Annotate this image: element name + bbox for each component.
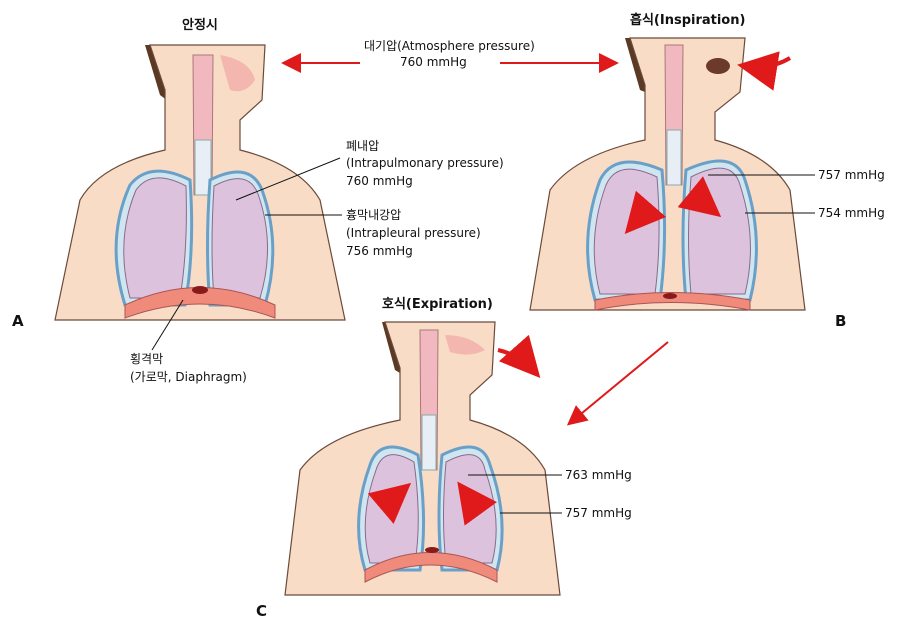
rest-intrapleural-value: 756 mmHg — [346, 244, 413, 258]
rest-intrapulmonary-value: 760 mmHg — [346, 174, 413, 188]
left-lung-a — [123, 177, 187, 299]
expand-arrow-left-b — [624, 190, 667, 235]
expiration-intrapulmonary-value: 763 mmHg — [565, 468, 632, 482]
figure-expiration — [284, 321, 562, 596]
leader-diaphragm-a — [151, 299, 184, 351]
heart-b — [663, 293, 677, 299]
rest-intrapulmonary-ko: 폐내압 — [346, 139, 380, 153]
rest-intrapleural-ko: 흉막내강압 — [346, 208, 402, 222]
contract-arrow-left-c — [367, 482, 412, 524]
leader-intrapulmonary-a — [235, 157, 341, 201]
mouth-c — [445, 335, 485, 355]
panel-letter-c: C — [256, 602, 268, 620]
diaphragm-a — [124, 287, 276, 319]
inspiration-intrapulmonary-value: 757 mmHg — [818, 168, 885, 182]
figure-rest — [54, 44, 346, 351]
diaphragm-b — [594, 292, 751, 311]
heart-a — [192, 286, 208, 294]
title-inspiration: 흡식(Inspiration) — [630, 13, 746, 28]
trachea-rings-b — [666, 129, 682, 186]
expiration-intrapleural-value: 757 mmHg — [565, 506, 632, 520]
title-rest: 안정시 — [182, 18, 218, 33]
right-lung-a — [211, 178, 269, 299]
right-lung-b — [688, 167, 751, 295]
heart-c — [425, 547, 439, 553]
atmosphere-value: 760 mmHg — [400, 55, 467, 69]
diaphragm-en: (가로막, Diaphragm) — [130, 370, 247, 384]
trachea-rings-c — [421, 414, 437, 471]
outflow-arrow-c — [497, 334, 541, 378]
title-expiration: 호식(Expiration) — [382, 297, 493, 312]
diaphragm-ko: 횡격막 — [130, 352, 164, 366]
transition-arrow-bc — [566, 341, 669, 426]
mouth-a — [220, 55, 255, 92]
expand-arrow-right-b — [677, 176, 722, 218]
atmosphere-label: 대기압(Atmosphere pressure) — [364, 39, 535, 53]
mouth-b — [706, 58, 730, 74]
rest-intrapulmonary-en: (Intrapulmonary pressure) — [346, 156, 504, 170]
contract-arrow-right-c — [457, 481, 497, 526]
inspiration-intrapleural-value: 754 mmHg — [818, 206, 885, 220]
figure-inspiration — [529, 37, 815, 311]
panel-letter-a: A — [12, 312, 24, 330]
rest-intrapleural-en: (Intrapleural pressure) — [346, 226, 481, 240]
panel-letter-b: B — [835, 312, 847, 330]
diaphragm-c — [364, 552, 498, 583]
inflow-arrow-b — [737, 51, 792, 91]
